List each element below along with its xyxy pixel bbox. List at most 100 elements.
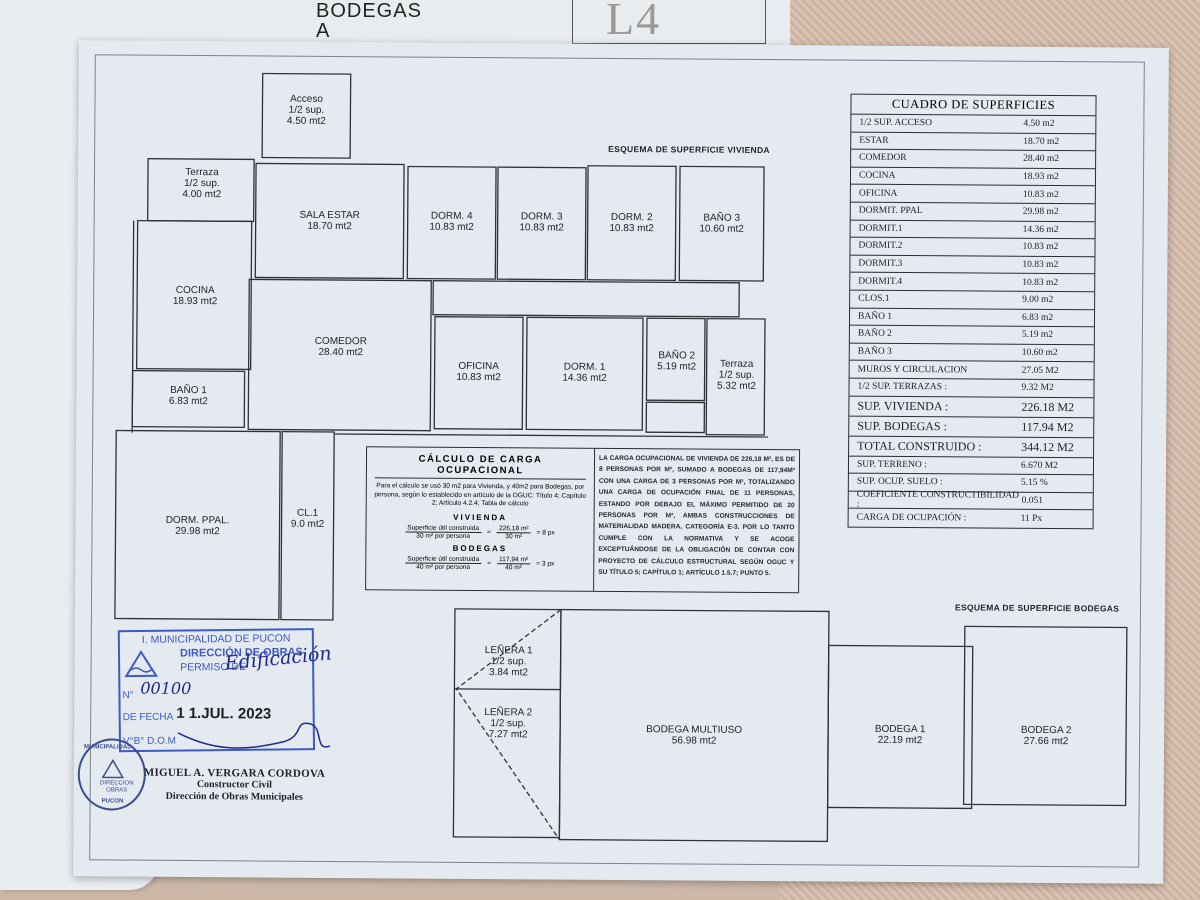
cuadro-row-value: 6.670 M2 [1020, 460, 1058, 471]
room-lenera-2-name: LEÑERA 2 [484, 705, 532, 718]
cuadro-row-value: 29.98 m2 [1022, 207, 1059, 218]
cuadro-row-label: COMEDOR [859, 153, 907, 164]
room-cl-1-area: 9.0 mt2 [291, 519, 325, 530]
cuadro-row-value: 4.50 m2 [1023, 119, 1055, 130]
signatory-office: Dirección de Obras Municipales [165, 790, 303, 803]
room-dorm-4-area: 10.83 mt2 [429, 222, 474, 233]
room-lenera-1-area: 3.84 mt2 [489, 667, 528, 678]
room-sala-estar-name: SALA ESTAR [299, 210, 359, 221]
room-terraza-2-sub: 1/2 sup. [719, 370, 755, 381]
room-lenera-2-sub: 1/2 sup. [490, 718, 526, 729]
cuadro-row-label: COEFICIENTE CONSTRUCTIBILIDAD : [856, 489, 1020, 510]
room-bano-2-area: 5.19 mt2 [657, 361, 696, 372]
cuadro-row-label: BAÑO 3 [857, 346, 892, 357]
municipal-seal: MUNICIPALIDAD DIRECCION OBRAS PUCON [77, 738, 147, 811]
room-bodega-1-area: 22.19 mt2 [878, 735, 923, 746]
room-comedor-area: 28.40 mt2 [318, 347, 363, 358]
cuadro-row-value: 5.15 % [1020, 478, 1048, 489]
background-frame-letter: L4 [606, 0, 662, 44]
cuadro-row: CARGA DE OCUPACIÓN :11 Px [849, 509, 1093, 528]
room-acceso-name: Acceso [290, 94, 323, 105]
room-bodega-2-area: 27.66 mt2 [1024, 736, 1069, 747]
cuadro-row-value: 117.94 M2 [1021, 419, 1074, 434]
cuadro-row-value: 10.83 m2 [1022, 277, 1059, 288]
cuadro-row: SUP. BODEGAS : 117.94 M2 [849, 416, 1094, 438]
calculo-text: LA CARGA OCUPACIONAL DE VIVIENDA DE 226,… [598, 454, 796, 578]
cuadro-row-value: 5.19 m2 [1021, 330, 1054, 341]
calculo-left-panel: CÁLCULO DE CARGA OCUPACIONAL Para el cál… [366, 447, 596, 591]
room-terraza-2-area: 5.32 mt2 [717, 381, 756, 392]
cuadro-row-label: BAÑO 1 [857, 311, 893, 322]
room-dorm-ppal-name: DORM. PPAL. [166, 515, 230, 526]
municipal-logo-icon [124, 650, 159, 678]
room-lenera-1-name: LEÑERA 1 [485, 643, 533, 656]
cuadro-row: COEFICIENTE CONSTRUCTIBILIDAD :0.051 [848, 489, 1093, 511]
cuadro-row-label: SUP. BODEGAS : [857, 418, 948, 433]
cuadro-row-value: 9.00 m2 [1022, 295, 1054, 306]
bodegas-formula-den: 40 m² por persona [416, 563, 471, 571]
room-oficina-area: 10.83 mt2 [456, 372, 501, 383]
cuadro-row: 1/2 SUP. TERRAZAS :9.32 M2 [849, 378, 1094, 398]
calculo-title: CÁLCULO DE CARGA OCUPACIONAL [374, 453, 587, 480]
bodegas-formula-num2: 117,94 m² [496, 555, 531, 564]
room-cl-1-name: CL.1 [297, 508, 319, 519]
room-terraza-1-area: 4.00 mt2 [182, 189, 221, 200]
room-bano-2-name: BAÑO 2 [658, 348, 695, 361]
room-bano-3-name: BAÑO 3 [703, 211, 740, 224]
room-bano-3-area: 10.60 mt2 [699, 224, 744, 235]
vivienda-formula-den: 30 m² por persona [416, 532, 471, 540]
cuadro-row-value: 18.70 m2 [1023, 136, 1060, 147]
room-lenera-1-sub: 1/2 sup. [491, 656, 527, 667]
cuadro-row-label: SUP. VIVIENDA : [857, 398, 949, 413]
room-terraza-2-name: Terraza [720, 359, 754, 370]
cuadro-row-label: COCINA [858, 170, 896, 181]
room-acceso-area: 4.50 mt2 [287, 116, 326, 127]
cuadro-row: BAÑO 3 10.60 m2 [849, 343, 1094, 363]
calculo-carga-ocupacional: CÁLCULO DE CARGA OCUPACIONAL Para el cál… [365, 446, 801, 594]
cuadro-row: BAÑO 1 6.83 m2 [849, 308, 1095, 328]
cuadro-row-value: 10.60 m2 [1021, 347, 1058, 359]
cuadro-row: TOTAL CONSTRUIDO :344.12 M2 [849, 436, 1094, 458]
cuadro-row: DORMIT.4 10.83 m2 [850, 272, 1095, 293]
approval-stamp: I. MUNICIPALIDAD DE PUCON DIRECCIÓN DE O… [117, 628, 316, 753]
cuadro-row-value: 11 Px [1020, 513, 1043, 525]
cuadro-row-label: DORMIT.4 [858, 276, 903, 287]
vivienda-formula-den2: 30 m² [505, 532, 523, 540]
bodegas-schema-title: ESQUEMA DE SUPERFICIE BODEGAS [954, 602, 1120, 614]
cuadro-row: COCINA 18.93 m2 [850, 167, 1096, 187]
vivienda-formula-result: = 8 px [536, 528, 555, 537]
room-terraza-1-sub: 1/2 sup. [184, 178, 220, 189]
calculo-intro: Para el cálculo se usó 30 m2 para Vivien… [374, 482, 587, 508]
room-lenera-2-area: 7.27 mt2 [489, 729, 528, 740]
calculo-bodegas-heading: BODEGAS [452, 543, 508, 553]
stamp-municipality: I. MUNICIPALIDAD DE PUCON [141, 632, 291, 646]
room-bano-1-area: 6.83 mt2 [169, 396, 208, 407]
room-cocina-area: 18.93 mt2 [173, 296, 218, 307]
cuadro-row-label: DORMIT.2 [858, 241, 903, 252]
cuadro-row-value: 6.83 m2 [1021, 312, 1054, 323]
cuadro-row-label: DORMIT. PPAL [858, 205, 923, 217]
cuadro-row: DORMIT. PPAL 29.98 m2 [850, 202, 1095, 222]
cuadro-row-label: TOTAL CONSTRUIDO : [857, 438, 982, 454]
seal-top-text: MUNICIPALIDAD [83, 744, 132, 751]
vivienda-formula-num2: 226,18 m² [496, 524, 531, 533]
cuadro-row-value: 9.32 M2 [1021, 382, 1054, 394]
cuadro-row-value: 18.93 m2 [1022, 171, 1059, 183]
background-frame [572, 0, 766, 44]
room-dorm-3-name: DORM. 3 [521, 211, 563, 222]
calculo-vivienda-heading: VIVIENDA [453, 512, 508, 522]
